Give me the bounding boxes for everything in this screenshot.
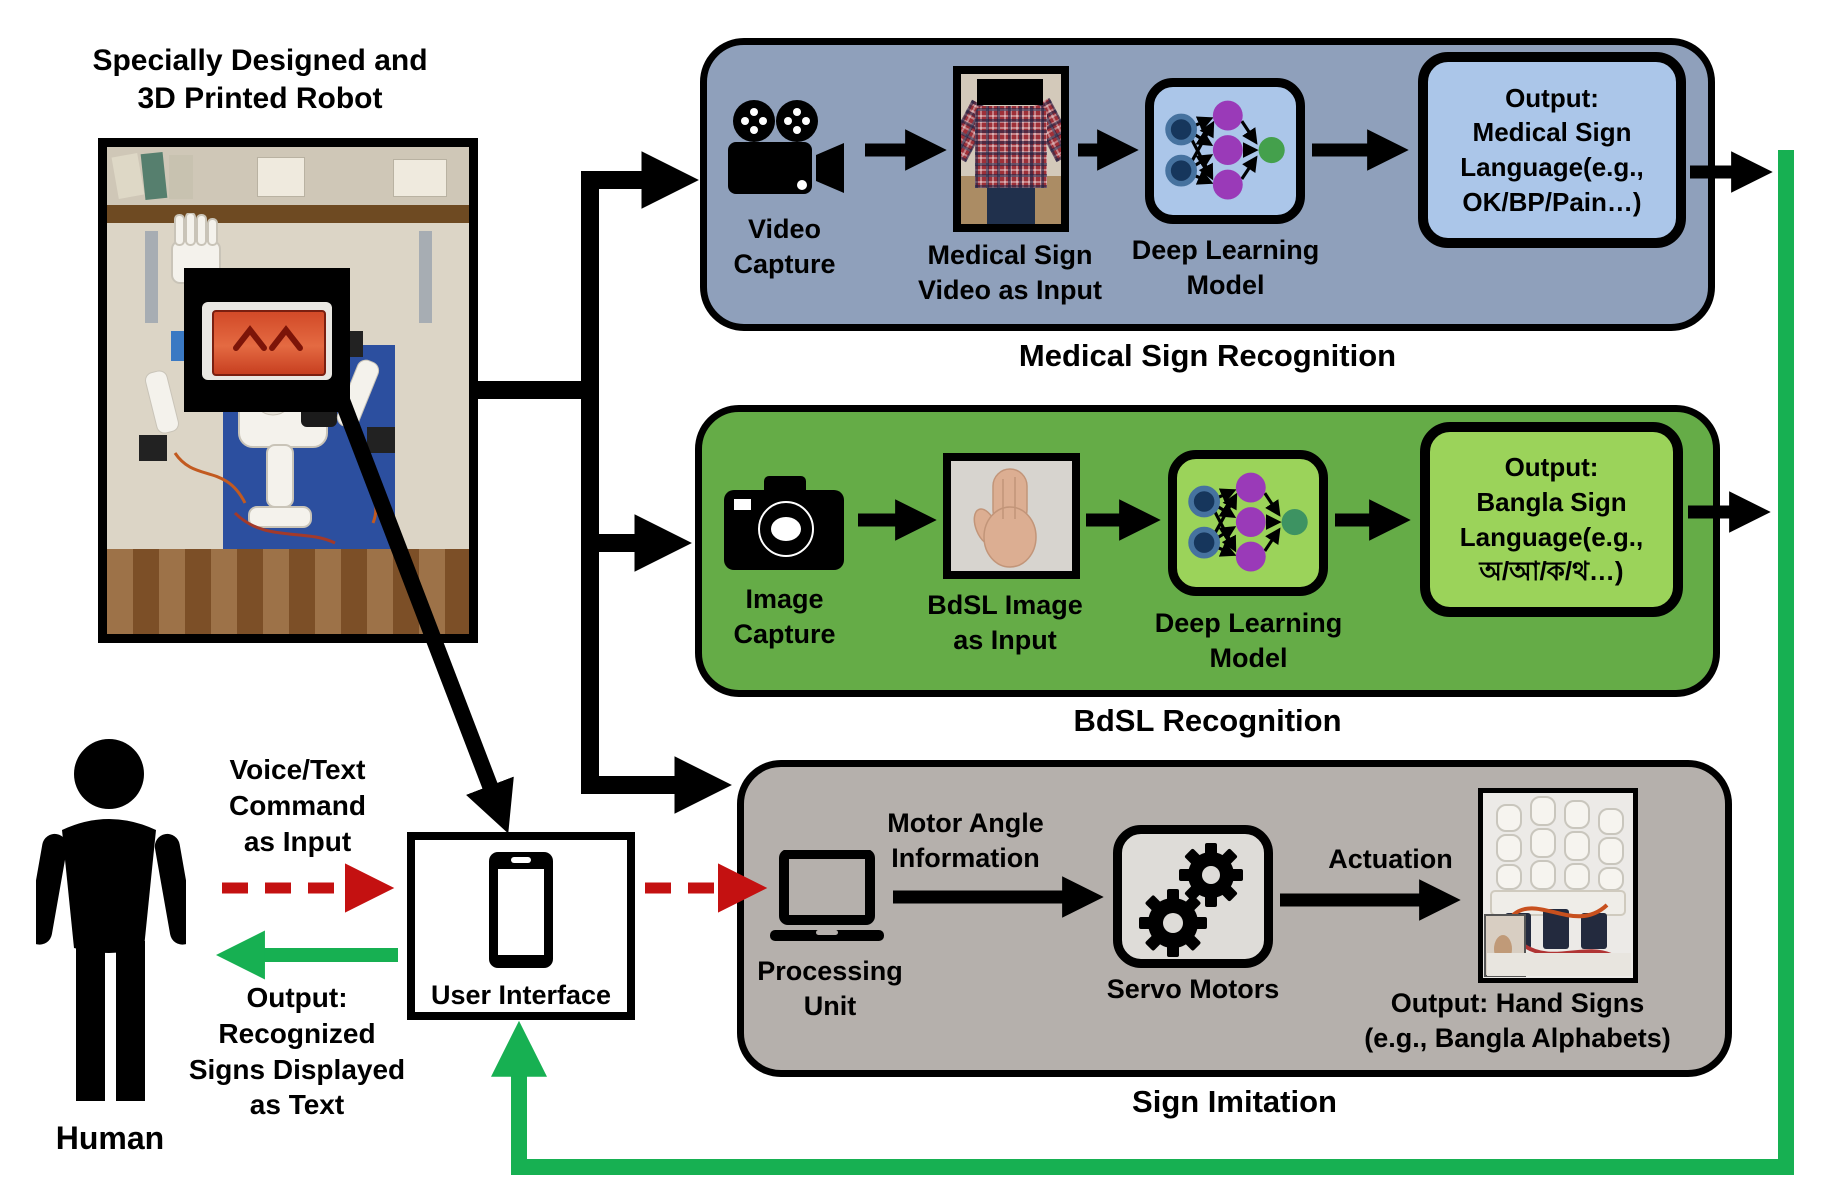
- motor-angle-label: Motor Angle Information: [887, 808, 1044, 873]
- bdsl-image-photo: [943, 453, 1080, 579]
- actuation-label: Actuation: [1328, 844, 1453, 874]
- imitation-caption: Sign Imitation: [1132, 1084, 1337, 1119]
- servo-motors-box: [1113, 825, 1273, 968]
- neural-network-icon: [1188, 472, 1308, 572]
- bdsl-caption: BdSL Recognition: [1073, 703, 1342, 738]
- face-screen-bezel: [202, 302, 332, 380]
- video-capture-label: Video Capture: [733, 214, 836, 279]
- gears-icon: [1139, 842, 1243, 957]
- arrow-trunk-medical-imitation: [581, 151, 732, 814]
- shelf-card: [257, 157, 305, 197]
- person-jeans: [987, 188, 1035, 224]
- smartphone-icon: [489, 852, 553, 968]
- medical-dl-box: [1145, 78, 1305, 224]
- shelf-books: [107, 147, 469, 205]
- bdsl-dl-label: Deep Learning Model: [1154, 608, 1343, 673]
- medical-dl-label: Deep Learning Model: [1131, 235, 1320, 300]
- video-camera-icon: [728, 100, 844, 194]
- imitation-output-label: Output: Hand Signs (e.g., Bangla Alphabe…: [1364, 988, 1671, 1053]
- processing-unit-label: Processing Unit: [757, 956, 903, 1021]
- robot-hand-photo: [1478, 788, 1638, 983]
- image-capture-label: Image Capture: [733, 584, 836, 649]
- face-censor-bar: [977, 79, 1043, 105]
- neural-network-icon: [1165, 100, 1285, 200]
- servo-motors-label: Servo Motors: [1106, 974, 1280, 1004]
- bracket-right: [419, 231, 432, 323]
- human-label: Human: [55, 1120, 165, 1156]
- user-interface-box: User Interface: [407, 832, 635, 1020]
- book-spine: [111, 153, 145, 199]
- bdsl-input-label: BdSL Image as Input: [927, 590, 1083, 655]
- medical-output-box: Output: Medical Sign Language(e.g., OK/B…: [1418, 52, 1686, 248]
- voice-command-label: Voice/Text Command as Input: [229, 754, 366, 857]
- printed-hand-icon: [1484, 796, 1631, 977]
- book-spine: [140, 151, 168, 201]
- bracket-left: [145, 231, 158, 323]
- bdsl-dl-box: [1168, 450, 1328, 596]
- figure-title: Specially Designed and 3D Printed Robot: [92, 44, 428, 116]
- book-spine: [169, 155, 193, 199]
- bdsl-output-box: Output: Bangla Sign Language(e.g., অ/আ/ক…: [1420, 422, 1683, 617]
- face-screen: [212, 310, 326, 376]
- photo-camera-icon: [724, 476, 844, 570]
- laptop-icon: [770, 850, 884, 941]
- human-icon: [36, 739, 186, 1101]
- user-interface-label: User Interface: [430, 980, 612, 1010]
- shelf-card: [393, 159, 447, 197]
- recognized-output-label: Output: Recognized Signs Displayed as Te…: [188, 982, 406, 1121]
- face-screen-frame: [184, 268, 350, 412]
- robot-eyes-icon: [233, 325, 303, 351]
- medical-sign-video-photo: [953, 66, 1069, 232]
- medical-input-label: Medical Sign Video as Input: [917, 240, 1103, 305]
- person-torso: [975, 106, 1047, 188]
- hand-sign-icon: [973, 468, 1037, 568]
- medical-caption: Medical Sign Recognition: [1018, 338, 1397, 373]
- robot-photo: [98, 138, 478, 643]
